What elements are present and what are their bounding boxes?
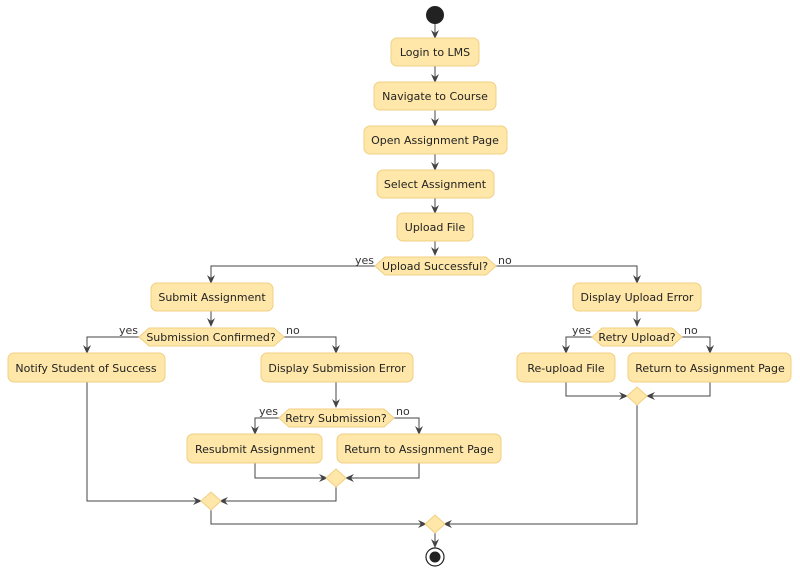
end-node: [425, 547, 445, 567]
merge-retry-submission: [325, 468, 347, 488]
activity-label: Display Submission Error: [268, 362, 406, 375]
branch-label-retryup-yes: yes: [572, 324, 591, 337]
activity-upload[interactable]: Upload File: [396, 212, 474, 242]
activity-open-page[interactable]: Open Assignment Page: [363, 125, 508, 155]
activity-login[interactable]: Login to LMS: [390, 37, 480, 67]
decision-label: Retry Submission?: [285, 412, 387, 425]
flow-confirmed-no: [284, 336, 340, 354]
activity-navigate[interactable]: Navigate to Course: [373, 81, 497, 111]
activity-display-upload-error[interactable]: Display Upload Error: [572, 282, 702, 312]
activity-notify[interactable]: Notify Student of Success: [7, 352, 166, 383]
decision-retry-upload[interactable]: Retry Upload?: [591, 327, 683, 347]
flow-upload-yes: [207, 265, 375, 284]
merge-retry-upload: [626, 386, 648, 406]
flow-notify-merge: [86, 382, 202, 505]
branch-label-confirmed-yes: yes: [119, 324, 138, 337]
activity-resubmit[interactable]: Resubmit Assignment: [186, 433, 323, 464]
branch-label-confirmed-no: no: [286, 324, 300, 337]
branch-label-upload-no: no: [498, 254, 512, 267]
branch-label-retrysub-yes: yes: [259, 405, 278, 418]
merge-final: [424, 514, 446, 534]
decision-retry-submission[interactable]: Retry Submission?: [278, 408, 395, 428]
flow-returnup-merge: [646, 382, 711, 400]
flow-retryup-no: [682, 336, 714, 354]
activity-reupload[interactable]: Re-upload File: [516, 352, 616, 383]
flow-resubmit-merge: [254, 463, 328, 482]
branch-label-upload-yes: yes: [355, 254, 374, 267]
flow-reupload-merge: [565, 382, 628, 400]
activity-label: Notify Student of Success: [15, 362, 156, 375]
merge-left: [200, 491, 222, 511]
flow-confirmed-yes: [83, 336, 139, 354]
flow-lines: [83, 24, 714, 548]
activity-label: Upload File: [405, 221, 466, 234]
activity-label: Login to LMS: [400, 46, 470, 59]
flow-retryup-yes: [562, 336, 592, 354]
activity-label: Return to Assignment Page: [635, 362, 785, 375]
start-node: [426, 6, 444, 24]
activity-display-submission-error[interactable]: Display Submission Error: [260, 352, 414, 383]
flow-upload-no: [496, 265, 641, 284]
decision-label: Retry Upload?: [598, 331, 675, 344]
flow-leftmerge-final: [210, 510, 427, 528]
flow-returnsub-merge: [345, 463, 420, 482]
activity-return-submission[interactable]: Return to Assignment Page: [336, 433, 502, 464]
activity-label: Resubmit Assignment: [195, 443, 316, 456]
branch-label-retrysub-no: no: [396, 405, 410, 418]
flow-retrysub-yes: [251, 417, 279, 435]
activity-label: Display Upload Error: [581, 291, 694, 304]
activity-select[interactable]: Select Assignment: [376, 169, 495, 199]
activity-label: Submit Assignment: [158, 291, 266, 304]
decision-upload-successful[interactable]: Upload Successful?: [374, 256, 497, 276]
activity-label: Open Assignment Page: [371, 134, 499, 147]
activity-label: Navigate to Course: [382, 90, 488, 103]
flow-rightmerge-final: [443, 405, 638, 528]
flow-retrysub-no: [394, 417, 423, 435]
activity-submit[interactable]: Submit Assignment: [150, 282, 274, 312]
decision-label: Submission Confirmed?: [146, 331, 276, 344]
decision-submission-confirmed[interactable]: Submission Confirmed?: [138, 327, 285, 347]
activity-label: Return to Assignment Page: [344, 443, 494, 456]
flow-mergesub-down: [219, 487, 337, 505]
decision-label: Upload Successful?: [382, 260, 488, 273]
activity-return-upload[interactable]: Return to Assignment Page: [627, 352, 792, 383]
activity-label: Re-upload File: [527, 362, 604, 375]
activity-label: Select Assignment: [384, 178, 487, 191]
branch-label-retryup-no: no: [684, 324, 698, 337]
